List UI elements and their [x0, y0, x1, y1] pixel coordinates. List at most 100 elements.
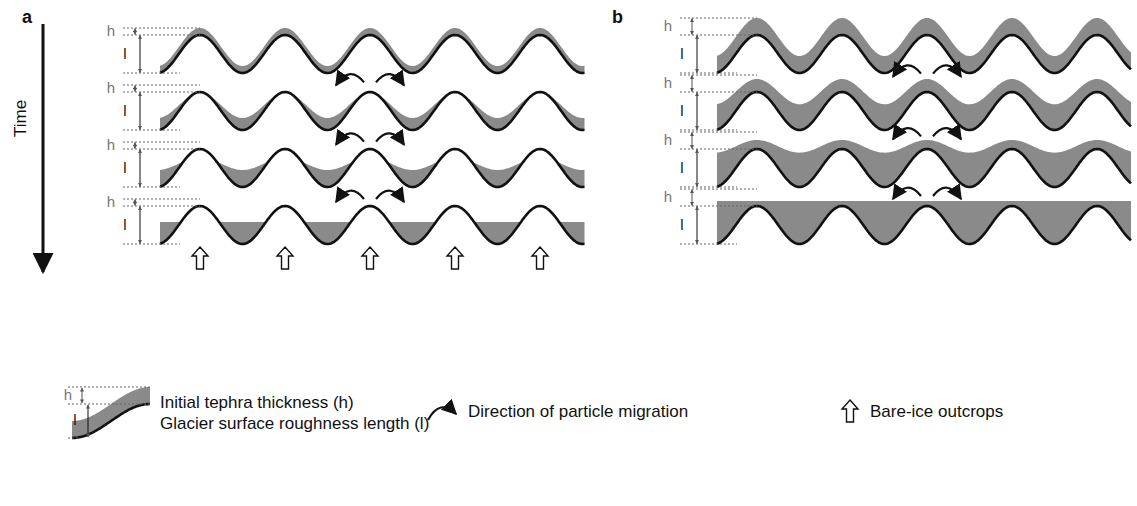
dimension-label: l [680, 46, 683, 63]
tephra-layer [160, 149, 585, 187]
dimension-label: l [680, 217, 683, 234]
legend-text: Bare-ice outcrops [870, 403, 1003, 422]
glacier-surface [160, 92, 585, 130]
migration-arrow [893, 65, 921, 76]
tephra-layer [717, 140, 1131, 187]
dimension-guide [680, 92, 757, 93]
tephra-layer [160, 92, 585, 130]
dimension-guide [680, 35, 757, 36]
dimension-guide [680, 132, 757, 133]
dimension-guide [680, 149, 757, 150]
dimension-guide [123, 73, 180, 74]
roughness-dimension [88, 405, 89, 437]
roughness-dimension [140, 36, 141, 73]
dimension-label: h [107, 194, 115, 211]
tephra-layer [160, 28, 585, 73]
migration-arrow [376, 191, 404, 202]
roughness-dimension [697, 93, 698, 130]
tephra-layer [717, 201, 1131, 244]
glacier-surface [160, 35, 585, 73]
dimension-guide [123, 35, 200, 36]
glacier-surface [717, 35, 1131, 73]
dimension-guide [123, 199, 200, 200]
thickness-dimension [135, 143, 136, 149]
dimension-label: h [107, 23, 115, 40]
migration-arrow [893, 188, 921, 199]
roughness-dimension [697, 207, 698, 244]
dimension-label: h [107, 80, 115, 97]
dimension-guide [123, 187, 180, 188]
thickness-dimension [692, 76, 693, 92]
dimension-guide [123, 92, 200, 93]
roughness-dimension [140, 207, 141, 244]
tephra-layer [717, 79, 1131, 130]
time-arrow [42, 24, 45, 272]
dimension-guide [123, 142, 200, 143]
glacier-surface [717, 149, 1131, 187]
roughness-dimension [697, 150, 698, 187]
bare-ice-arrow [192, 247, 208, 269]
bare-ice-arrow [447, 247, 463, 269]
thickness-dimension [82, 388, 83, 403]
glacier-surface [160, 206, 585, 244]
migration-arrow [376, 133, 404, 144]
dimension-guide [680, 244, 737, 245]
dimension-guide [123, 149, 200, 150]
dimension-guide [680, 75, 757, 76]
panel-letter: a [22, 8, 32, 28]
thickness-dimension [135, 86, 136, 92]
dimension-label: h [664, 189, 672, 206]
bare-ice-arrow [842, 400, 858, 422]
dimension-label: l [73, 412, 76, 429]
panel-letter: b [612, 8, 623, 28]
dimension-label: l [123, 217, 126, 234]
legend-text: Initial tephra thickness (h) [160, 394, 354, 413]
roughness-dimension [140, 93, 141, 130]
migration-arrow [933, 128, 961, 139]
dimension-guide [123, 130, 180, 131]
dimension-guide [123, 85, 200, 86]
legend-tephra [72, 387, 150, 438]
dimension-guide [680, 189, 757, 190]
bare-ice-arrow [277, 247, 293, 269]
dimension-label: l [123, 103, 126, 120]
glacier-surface [717, 92, 1131, 130]
dimension-guide [680, 206, 757, 207]
dimension-guide [680, 187, 737, 188]
dimension-guide [68, 404, 150, 405]
time-label: Time [13, 99, 32, 136]
dimension-label: h [664, 132, 672, 149]
roughness-dimension [140, 150, 141, 187]
glacier-surface [160, 149, 585, 187]
roughness-dimension [697, 36, 698, 73]
dimension-label: l [123, 46, 126, 63]
migration-arrow [336, 133, 364, 144]
thickness-dimension [135, 29, 136, 35]
bare-ice-arrow [362, 247, 378, 269]
dimension-guide [123, 244, 180, 245]
dimension-guide [680, 130, 737, 131]
dimension-label: l [680, 103, 683, 120]
dimension-label: l [680, 160, 683, 177]
dimension-guide [68, 438, 80, 439]
migration-arrow [336, 74, 364, 85]
dimension-label: h [664, 75, 672, 92]
dimension-guide [68, 387, 150, 388]
legend-text: Direction of particle migration [468, 403, 688, 422]
legend-migration-arrow [428, 407, 456, 420]
migration-arrow [933, 188, 961, 199]
thickness-dimension [135, 200, 136, 206]
dimension-label: h [64, 387, 72, 404]
migration-arrow [336, 191, 364, 202]
tephra-layer [717, 18, 1131, 73]
thickness-dimension [692, 190, 693, 206]
legend-surface [72, 404, 150, 438]
dimension-guide [680, 73, 737, 74]
dimension-label: l [123, 160, 126, 177]
migration-arrow [376, 74, 404, 85]
tephra-layer [160, 206, 585, 244]
dimension-guide [123, 28, 200, 29]
thickness-dimension [692, 133, 693, 149]
legend-text: Glacier surface roughness length (l) [160, 415, 429, 434]
dimension-label: h [107, 137, 115, 154]
